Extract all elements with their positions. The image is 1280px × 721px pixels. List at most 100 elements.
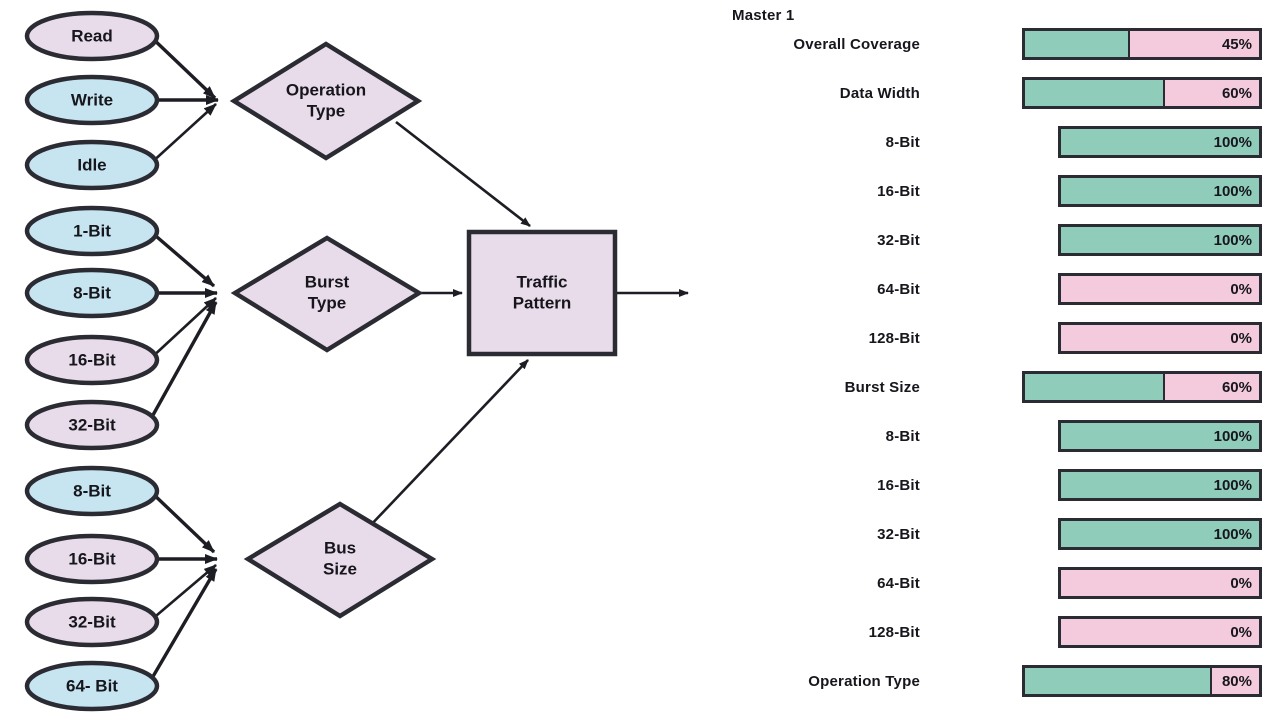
coverage-bar-fill	[1025, 31, 1131, 57]
coverage-row: Operation Type 80%	[720, 659, 1280, 703]
edges-bus-size	[146, 359, 529, 686]
node-bus-8-bit[interactable]: 8-Bit	[24, 465, 160, 517]
coverage-bar[interactable]: 100%	[1058, 420, 1262, 452]
coverage-row-label: Data Width	[839, 84, 920, 102]
coverage-bar-fill	[1061, 472, 1259, 498]
coverage-row: 128-Bit 0%	[720, 610, 1280, 654]
coverage-percent-text: 45%	[1221, 35, 1252, 53]
coverage-row-label: 32-Bit	[877, 231, 920, 249]
node-burst-16-bit[interactable]: 16-Bit	[24, 334, 160, 386]
coverage-bar[interactable]: 100%	[1058, 518, 1262, 550]
coverage-row: 8-Bit 100%	[720, 120, 1280, 164]
node-bus-8-bit-label: 8-Bit	[73, 481, 111, 500]
node-burst-32-bit[interactable]: 32-Bit	[24, 399, 160, 451]
node-traffic-pattern[interactable]: Traffic Pattern	[466, 229, 618, 357]
coverage-bar[interactable]: 80%	[1022, 665, 1262, 697]
node-read[interactable]: Read	[24, 10, 160, 62]
coverage-percent-text: 0%	[1230, 623, 1252, 641]
coverage-row: 32-Bit 100%	[720, 218, 1280, 262]
coverage-row-label: Overall Coverage	[793, 35, 920, 53]
edges-operation-type	[148, 34, 531, 228]
coverage-percent-text: 0%	[1230, 280, 1252, 298]
decision-operation-type[interactable]: Operation Type	[229, 41, 423, 161]
coverage-row-label: 64-Bit	[877, 280, 920, 298]
coverage-bar[interactable]: 0%	[1058, 567, 1262, 599]
node-burst-8-bit-label: 8-Bit	[73, 283, 111, 302]
coverage-percent-text: 100%	[1213, 476, 1252, 494]
flow-diagram-panel: Read Write Idle Operation Type 1-Bit 8-B…	[24, 10, 689, 712]
node-bus-16-bit[interactable]: 16-Bit	[24, 533, 160, 585]
node-burst-1-bit-label: 1-Bit	[73, 221, 111, 240]
coverage-row: 16-Bit 100%	[720, 169, 1280, 213]
coverage-percent-text: 100%	[1213, 427, 1252, 445]
coverage-bar-fill	[1061, 227, 1259, 253]
coverage-row-label: 16-Bit	[877, 182, 920, 200]
coverage-row: 64-Bit 0%	[720, 561, 1280, 605]
decision-bus-size[interactable]: Bus Size	[243, 501, 437, 619]
coverage-percent-text: 100%	[1213, 133, 1252, 151]
node-bus-16-bit-label: 16-Bit	[68, 549, 116, 568]
coverage-bar[interactable]: 0%	[1058, 322, 1262, 354]
node-bus-32-bit[interactable]: 32-Bit	[24, 596, 160, 648]
coverage-row-label: 128-Bit	[868, 623, 920, 641]
node-traffic-pattern-label-line2: Pattern	[513, 293, 572, 312]
decision-burst-type[interactable]: Burst Type	[230, 235, 424, 353]
coverage-bar-fill	[1025, 668, 1213, 694]
coverage-bar[interactable]: 100%	[1058, 469, 1262, 501]
coverage-bar[interactable]: 45%	[1022, 28, 1262, 60]
node-idle-label: Idle	[77, 155, 106, 174]
decision-burst-type-label-line2: Type	[308, 293, 346, 312]
coverage-percent-text: 0%	[1230, 329, 1252, 347]
coverage-percent-text: 100%	[1213, 182, 1252, 200]
coverage-bar-fill	[1025, 374, 1166, 400]
coverage-percent-text: 0%	[1230, 574, 1252, 592]
coverage-row: 64-Bit 0%	[720, 267, 1280, 311]
coverage-bar[interactable]: 0%	[1058, 273, 1262, 305]
node-idle[interactable]: Idle	[24, 139, 160, 191]
node-burst-32-bit-label: 32-Bit	[68, 415, 116, 434]
decision-operation-type-label-line2: Type	[307, 101, 345, 120]
coverage-row-label: Operation Type	[808, 672, 920, 690]
coverage-bar-fill	[1061, 521, 1259, 547]
coverage-percent-text: 100%	[1213, 525, 1252, 543]
coverage-bar[interactable]: 60%	[1022, 77, 1262, 109]
coverage-row: 32-Bit 100%	[720, 512, 1280, 556]
coverage-bar-fill	[1061, 423, 1259, 449]
node-burst-1-bit[interactable]: 1-Bit	[24, 205, 160, 257]
node-traffic-pattern-label-line1: Traffic	[516, 272, 567, 291]
coverage-row: 16-Bit 100%	[720, 463, 1280, 507]
coverage-row: Overall Coverage 45%	[720, 22, 1280, 66]
coverage-bar-fill	[1025, 80, 1166, 106]
coverage-row: Burst Size 60%	[720, 365, 1280, 409]
coverage-percent-text: 60%	[1221, 84, 1252, 102]
coverage-bar-fill	[1061, 178, 1259, 204]
coverage-row-label: 128-Bit	[868, 329, 920, 347]
coverage-bar[interactable]: 100%	[1058, 126, 1262, 158]
coverage-row: 8-Bit 100%	[720, 414, 1280, 458]
coverage-percent-text: 80%	[1221, 672, 1252, 690]
decision-bus-size-label-line2: Size	[323, 559, 357, 578]
coverage-row: Data Width 60%	[720, 71, 1280, 115]
coverage-bar[interactable]: 0%	[1058, 616, 1262, 648]
node-bus-64-bit[interactable]: 64- Bit	[24, 660, 160, 712]
coverage-row-label: 8-Bit	[885, 133, 920, 151]
node-burst-16-bit-label: 16-Bit	[68, 350, 116, 369]
coverage-percent-text: 60%	[1221, 378, 1252, 396]
coverage-bar[interactable]: 100%	[1058, 175, 1262, 207]
coverage-row-label: 32-Bit	[877, 525, 920, 543]
decision-operation-type-label-line1: Operation	[286, 80, 366, 99]
node-bus-64-bit-label: 64- Bit	[66, 676, 118, 695]
edges-burst-type	[146, 229, 463, 425]
node-write[interactable]: Write	[24, 74, 160, 126]
node-bus-32-bit-label: 32-Bit	[68, 612, 116, 631]
node-burst-8-bit[interactable]: 8-Bit	[24, 267, 160, 319]
coverage-row-label: Burst Size	[844, 378, 920, 396]
coverage-row: 128-Bit 0%	[720, 316, 1280, 360]
coverage-row-label: 8-Bit	[885, 427, 920, 445]
coverage-bar[interactable]: 60%	[1022, 371, 1262, 403]
coverage-bar[interactable]: 100%	[1058, 224, 1262, 256]
coverage-row-label: 16-Bit	[877, 476, 920, 494]
coverage-row-label: 64-Bit	[877, 574, 920, 592]
node-write-label: Write	[71, 90, 113, 109]
